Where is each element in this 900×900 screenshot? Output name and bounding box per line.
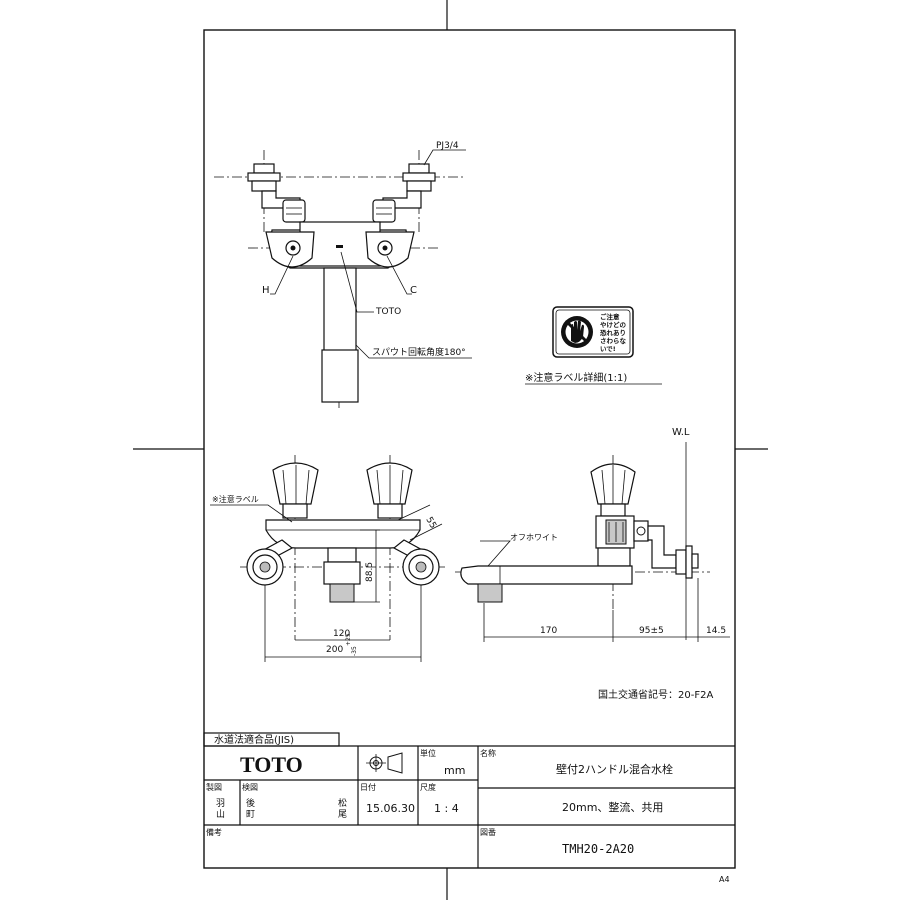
drawn-header: 製図 bbox=[206, 782, 222, 792]
standard-label: 水道法適合品(JIS) bbox=[214, 733, 294, 746]
third-angle-projection-icon bbox=[366, 752, 403, 774]
caution-line-4: さわらな bbox=[600, 336, 627, 345]
caution-detail-caption: ※注意ラベル詳細(1:1) bbox=[525, 371, 627, 384]
no-touch-hand-icon bbox=[561, 316, 593, 348]
checked-name-right-1: 松 bbox=[338, 797, 347, 809]
spout-rotation-label: スパウト回転角度180° bbox=[372, 346, 466, 358]
scale-header: 尺度 bbox=[420, 782, 436, 792]
dim-200-tol-upper: +25 bbox=[345, 633, 352, 646]
hot-label: H bbox=[262, 285, 270, 296]
checked-header: 検図 bbox=[242, 782, 258, 792]
spec-text: 20mm、整流、共用 bbox=[562, 800, 663, 814]
unit-header: 単位 bbox=[420, 748, 436, 758]
caution-label-pointer: ※注意ラベル bbox=[212, 494, 259, 504]
drawing-no: TMH20-2A20 bbox=[562, 842, 634, 856]
unit-value: mm bbox=[444, 764, 465, 777]
dim-200-tol-lower: -35 bbox=[351, 646, 358, 656]
top-view: H C TOTO PJ3/4 スパウト回転角度180° bbox=[214, 141, 472, 410]
dim-55: 55 bbox=[423, 516, 437, 531]
date-header: 日付 bbox=[360, 782, 376, 792]
checked-name-right-2: 尾 bbox=[338, 809, 347, 820]
dim-88-5: 88.5 bbox=[365, 562, 375, 582]
drawn-name-1: 羽 bbox=[216, 798, 225, 809]
caution-line-3: 恐れあり bbox=[600, 328, 626, 337]
side-view: W.L オフホワイト 170 95±5 14.5 bbox=[455, 427, 730, 642]
caution-label-detail: ご注意 やけどの 恐れあり さわらな いで! ※注意ラベル詳細(1:1) bbox=[525, 306, 662, 385]
caution-line-2: やけどの bbox=[600, 320, 627, 329]
sheet-size: A4 bbox=[719, 875, 730, 884]
scale-value: 1 : 4 bbox=[434, 802, 459, 815]
toto-mark-label: TOTO bbox=[375, 307, 401, 317]
drawing-no-header: 図番 bbox=[480, 827, 496, 837]
dim-120: 120 bbox=[333, 629, 350, 639]
cold-label: C bbox=[410, 285, 417, 296]
front-view: ※注意ラベル 55 88.5 120 200 +25 -35 bbox=[210, 455, 445, 662]
checked-name-left-1: 後 bbox=[246, 797, 255, 809]
approval-code: 国土交通省記号：20-F2A bbox=[598, 688, 713, 701]
checked-name-left-2: 町 bbox=[246, 810, 255, 820]
name-header: 名称 bbox=[480, 748, 496, 758]
dim-14-5: 14.5 bbox=[706, 626, 726, 636]
remarks-header: 備考 bbox=[206, 827, 222, 837]
caution-line-5: いで! bbox=[600, 345, 616, 353]
water-line-label: W.L bbox=[672, 427, 690, 438]
dim-95: 95±5 bbox=[639, 626, 664, 636]
date-value: 15.06.30 bbox=[366, 802, 415, 815]
title-block: 水道法適合品(JIS) TOTO 単位 mm 名称 壁付2ハンドル混合水栓 製図… bbox=[203, 732, 735, 868]
product-name: 壁付2ハンドル混合水栓 bbox=[556, 762, 673, 776]
finish-label: オフホワイト bbox=[510, 533, 558, 542]
brand-logo: TOTO bbox=[240, 752, 303, 777]
dim-170: 170 bbox=[540, 626, 557, 636]
dim-200-value: 200 bbox=[326, 645, 343, 655]
drawn-name-2: 山 bbox=[216, 809, 225, 820]
thread-label: PJ3/4 bbox=[436, 141, 459, 151]
caution-line-1: ご注意 bbox=[600, 312, 620, 321]
